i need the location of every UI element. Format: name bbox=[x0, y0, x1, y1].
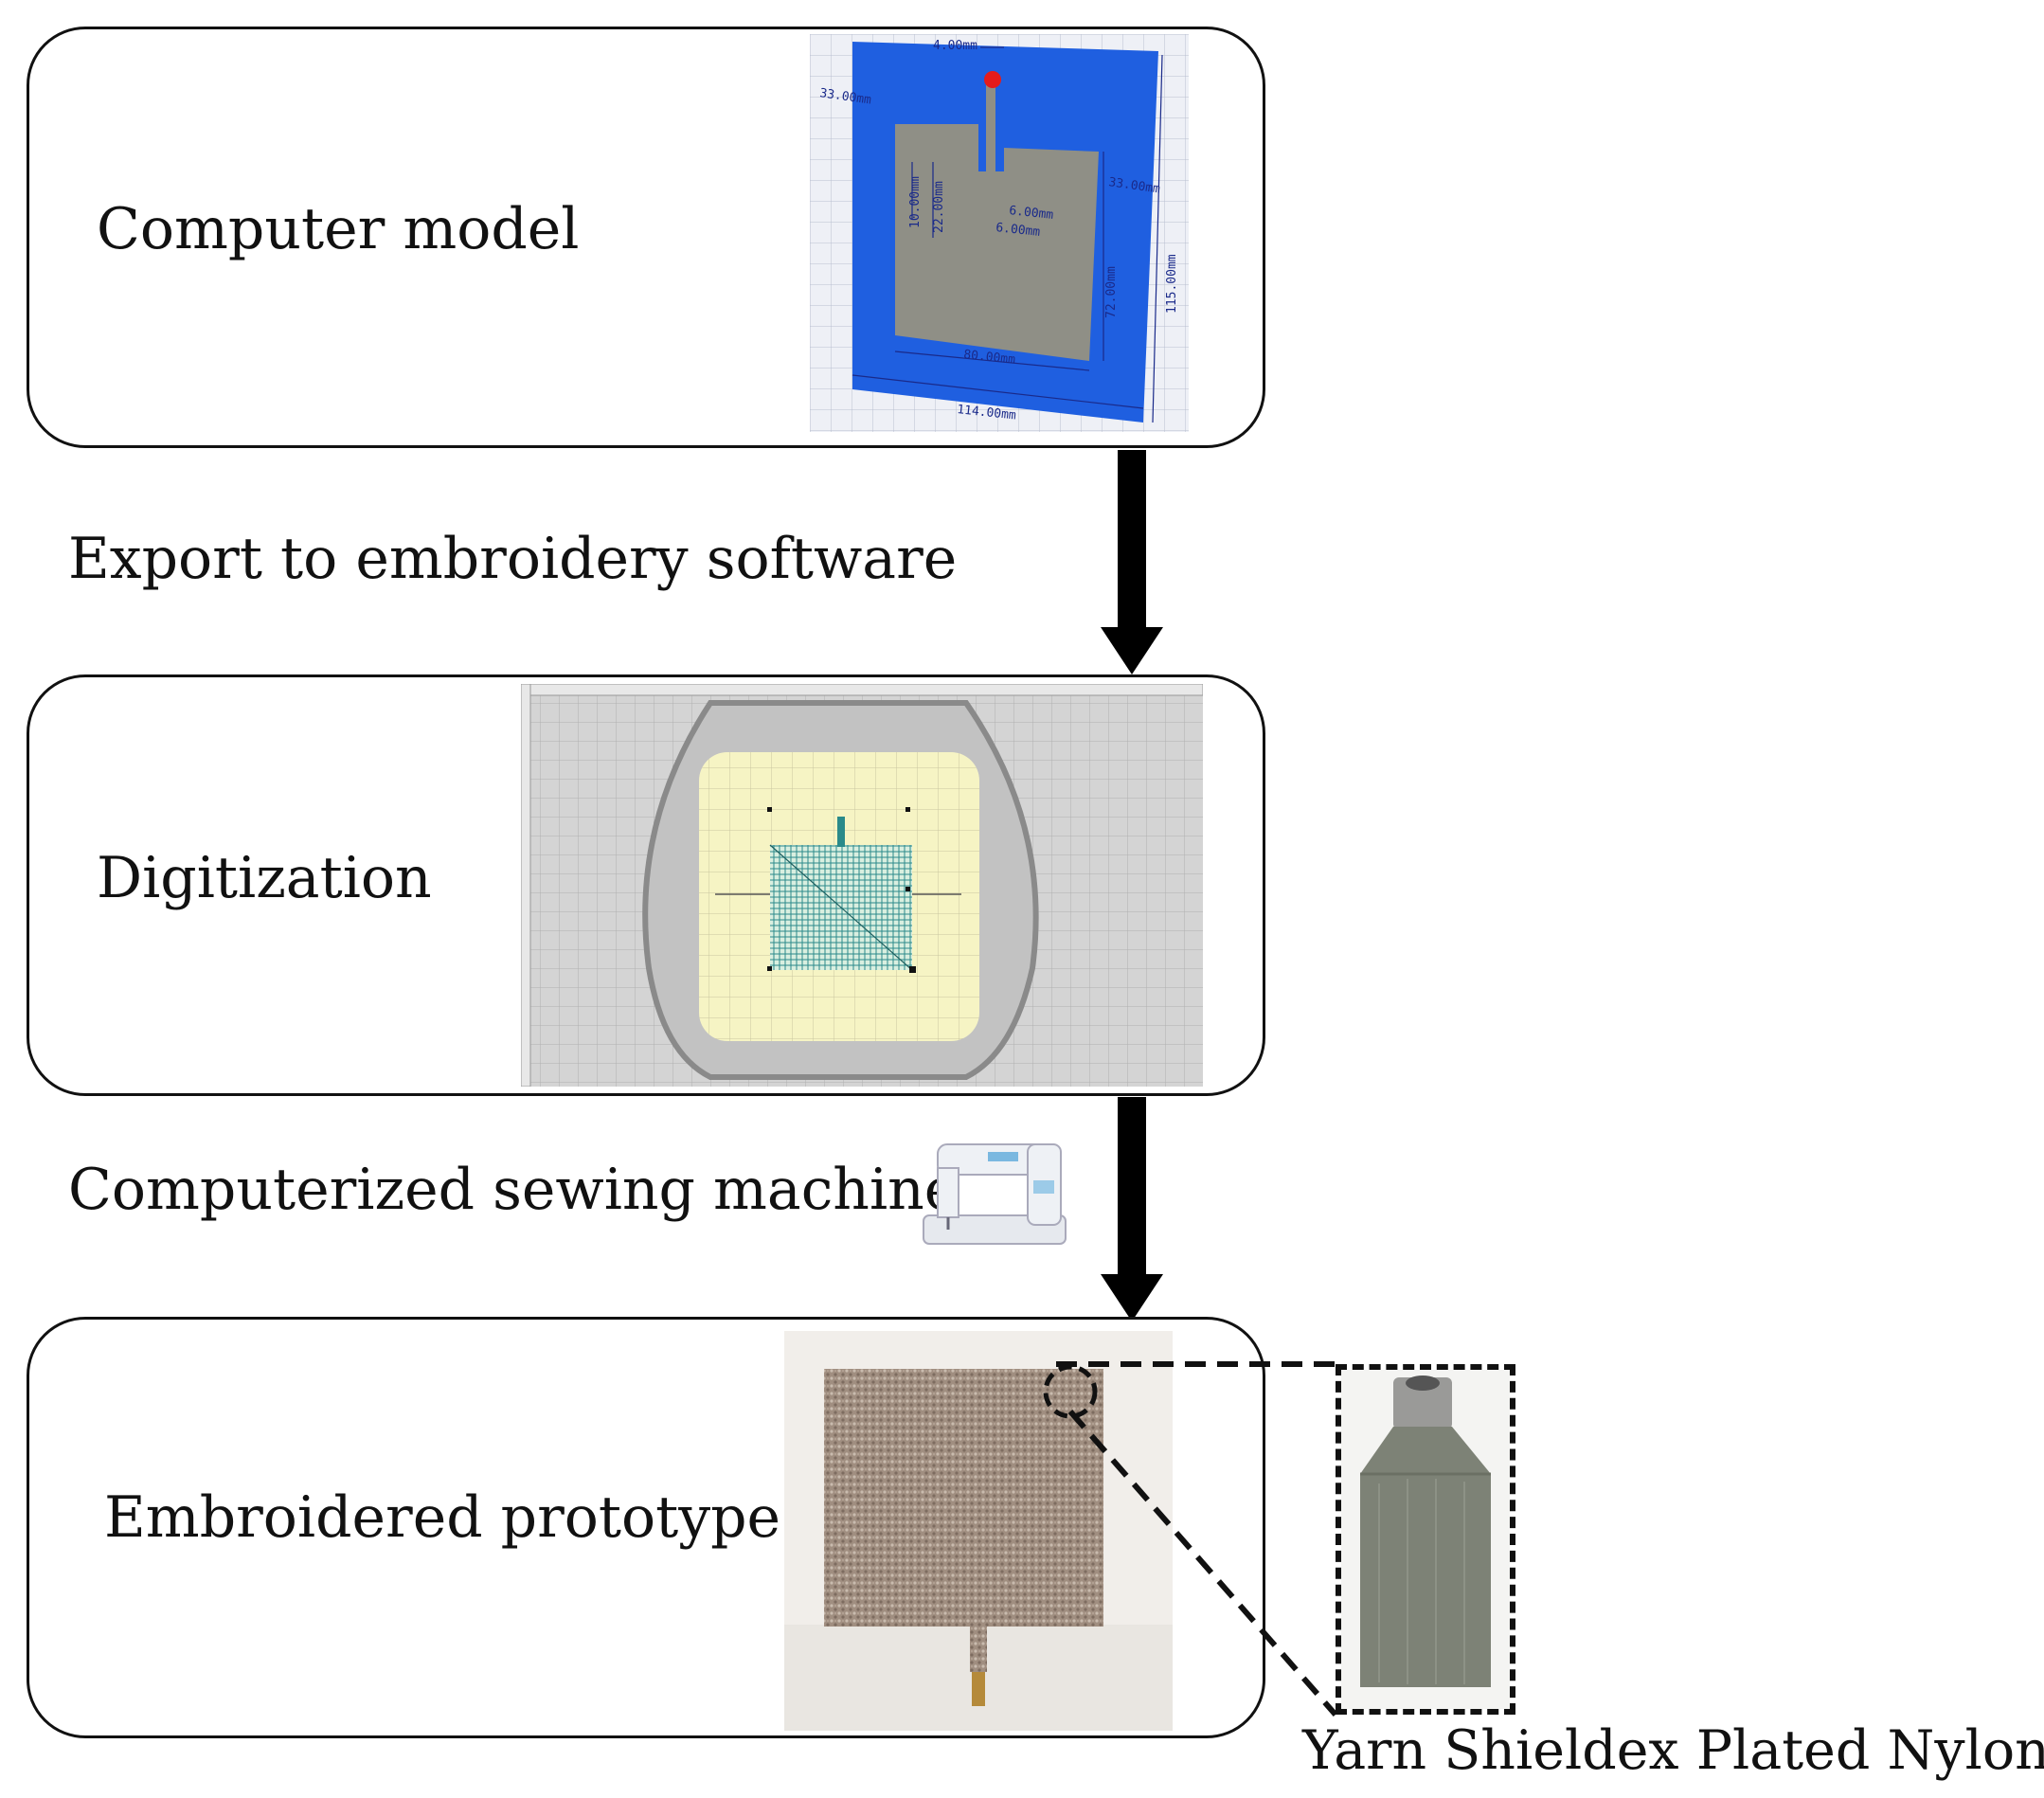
embroidered-feedline bbox=[970, 1615, 987, 1672]
digitization-screenshot bbox=[521, 684, 1203, 1087]
flow-arrow-1-head bbox=[1101, 627, 1163, 674]
dim-feed-width: 4.00mm bbox=[933, 39, 977, 53]
feed-point-marker bbox=[984, 71, 1001, 88]
dim-gap-b: 6.00mm bbox=[995, 221, 1041, 240]
dim-patch-height: 72.00mm bbox=[1104, 266, 1119, 318]
yarn-spool-photo bbox=[1336, 1364, 1515, 1715]
dim-total-width: 114.00mm bbox=[957, 403, 1017, 423]
sma-connector bbox=[972, 1672, 985, 1706]
step-label-export: Export to embroidery software bbox=[68, 526, 958, 592]
prototype-photo bbox=[784, 1331, 1173, 1731]
dim-slot-height: 10.00mm bbox=[908, 176, 923, 228]
dim-total-height: 115.00mm bbox=[1165, 254, 1179, 314]
flow-arrow-1-shaft bbox=[1118, 450, 1146, 639]
step-label-prototype: Embroidered prototype bbox=[104, 1484, 781, 1551]
flow-arrow-2-shaft bbox=[1118, 1097, 1146, 1286]
yarn-caption: Yarn Shieldex Plated Nylon bbox=[1302, 1719, 2044, 1782]
sewing-machine-icon bbox=[914, 1125, 1080, 1253]
stitched-antenna-pattern bbox=[769, 817, 913, 971]
dim-patch-width: 80.00mm bbox=[963, 348, 1016, 368]
computer-model-image: 4.00mm 33.00mm 33.00mm 10.00mm 22.00mm 6… bbox=[810, 34, 1189, 432]
step-label-sewing: Computerized sewing machine bbox=[68, 1157, 959, 1223]
dim-gap-a: 6.00mm bbox=[1009, 204, 1054, 223]
yarn-spool bbox=[1360, 1375, 1491, 1687]
step-label-computer-model: Computer model bbox=[97, 196, 580, 262]
dim-feed-length: 22.00mm bbox=[932, 181, 946, 233]
flow-arrow-2-head bbox=[1101, 1274, 1163, 1322]
antenna-patch bbox=[895, 80, 1099, 361]
step-label-digitization: Digitization bbox=[97, 845, 432, 911]
